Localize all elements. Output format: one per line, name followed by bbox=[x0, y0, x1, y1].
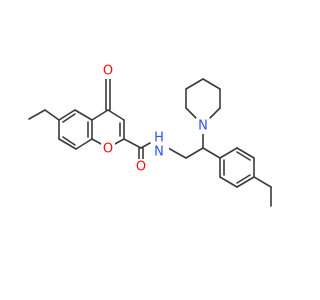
atom-label-piperidine-nitrogen: N bbox=[196, 118, 210, 134]
bond bbox=[236, 147, 255, 159]
atom-symbol-o: O bbox=[103, 142, 113, 157]
bond bbox=[209, 107, 221, 119]
bond bbox=[185, 78, 204, 90]
bond bbox=[58, 138, 77, 150]
bond bbox=[62, 136, 76, 146]
bond bbox=[44, 109, 60, 121]
atom-label-ketone-oxygen: O bbox=[101, 63, 115, 79]
bond bbox=[28, 109, 46, 120]
bond bbox=[202, 78, 221, 90]
bond bbox=[75, 138, 93, 150]
bond bbox=[91, 109, 109, 121]
bond bbox=[58, 109, 76, 121]
atom-symbol-n: N bbox=[154, 145, 164, 160]
bond bbox=[167, 147, 187, 159]
chemical-structure-diagram: O O O H N N bbox=[28, 63, 272, 207]
atom-symbol-o: O bbox=[103, 64, 113, 79]
bond bbox=[107, 109, 125, 121]
bond bbox=[185, 107, 197, 119]
bond-lines bbox=[28, 78, 272, 207]
atom-symbol-o: O bbox=[136, 160, 146, 175]
atom-symbol-n: N bbox=[198, 119, 208, 134]
bond bbox=[219, 147, 238, 159]
bond bbox=[236, 151, 251, 161]
atom-label-amide-oxygen: O bbox=[134, 159, 148, 175]
bond bbox=[140, 142, 151, 149]
bond bbox=[74, 109, 93, 121]
bond bbox=[62, 113, 76, 123]
atom-label-ring-oxygen: O bbox=[101, 141, 115, 157]
bond bbox=[185, 147, 204, 159]
atom-label-amide-nh: H N bbox=[151, 131, 169, 165]
bond bbox=[253, 176, 272, 188]
bond bbox=[123, 138, 142, 149]
bond bbox=[202, 147, 221, 159]
bond bbox=[236, 176, 255, 188]
bond bbox=[219, 176, 238, 188]
bond bbox=[236, 174, 251, 184]
atom-symbol-h: H bbox=[154, 131, 164, 146]
